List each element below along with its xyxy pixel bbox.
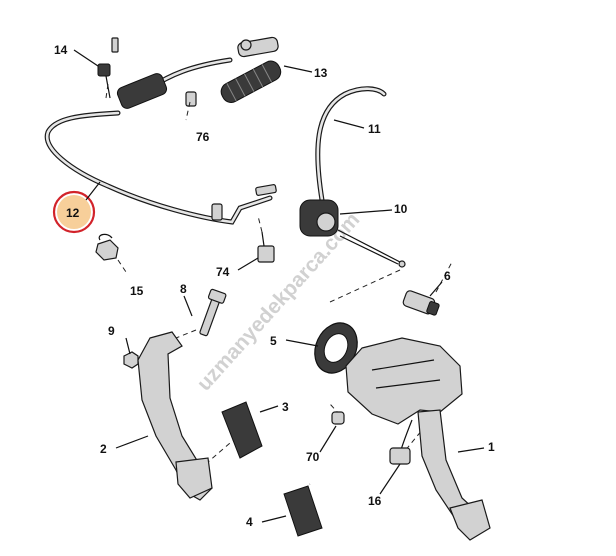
leader-lines (73, 49, 485, 523)
nut (123, 351, 139, 369)
label-16: 16 (368, 494, 382, 508)
label-70: 70 (306, 450, 320, 464)
bushing (331, 411, 345, 425)
label-15: 15 (130, 284, 144, 298)
label-3: 3 (282, 400, 289, 414)
label-76: 76 (196, 130, 210, 144)
label-74: 74 (216, 265, 230, 279)
pedal-box (345, 337, 491, 541)
hose (315, 86, 387, 203)
highlight-marker (52, 181, 101, 234)
slave-connector (299, 199, 406, 268)
hydraulic-pipe (44, 110, 277, 225)
pedal-2 (137, 331, 213, 501)
pedal-pad-3 (221, 401, 263, 459)
label-4: 4 (246, 515, 253, 529)
switch (402, 290, 440, 316)
label-9: 9 (108, 324, 115, 338)
label-2: 2 (100, 442, 107, 456)
clip (97, 37, 119, 99)
label-14: 14 (54, 43, 68, 57)
label-12: 12 (66, 206, 80, 220)
pedal-pad-4 (283, 485, 323, 537)
part-labels: 14 13 76 11 12 10 74 15 6 8 9 5 3 2 1 70… (54, 43, 495, 529)
label-5: 5 (270, 334, 277, 348)
label-11: 11 (368, 122, 381, 136)
label-6: 6 (444, 269, 451, 283)
label-8: 8 (180, 282, 187, 296)
retaining-clip (95, 233, 119, 261)
clip-74 (257, 231, 275, 263)
bolt (199, 288, 227, 337)
label-1: 1 (488, 440, 495, 454)
master-cylinder (116, 36, 282, 109)
label-13: 13 (314, 66, 328, 80)
clip-16 (389, 447, 411, 465)
label-10: 10 (394, 202, 408, 216)
